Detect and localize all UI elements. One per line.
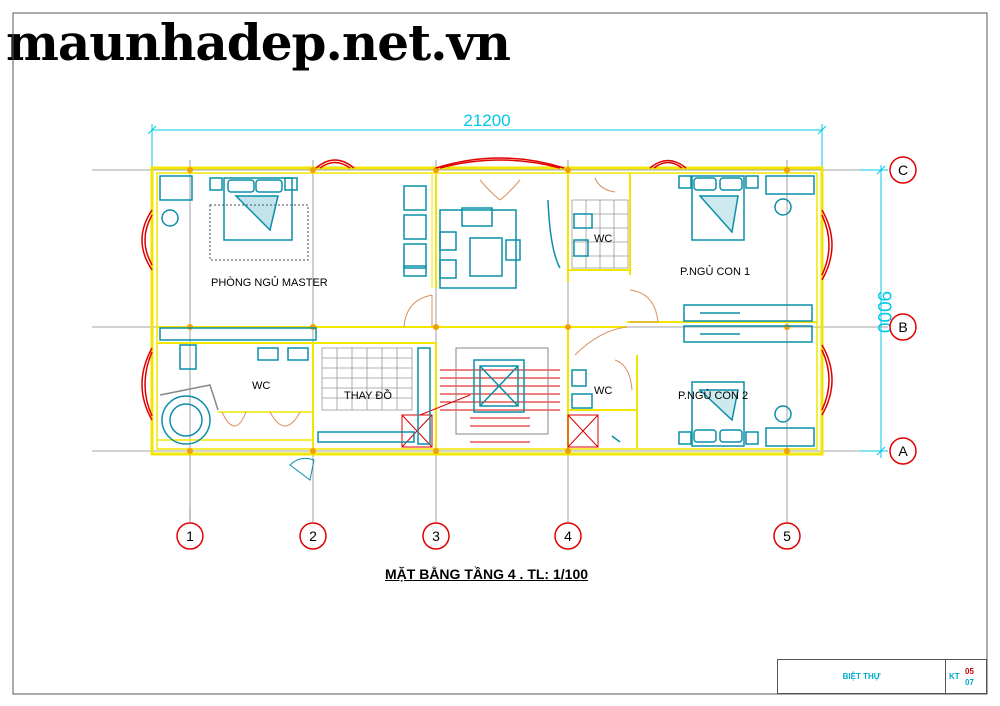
furniture-child-bedroom-1 bbox=[678, 175, 815, 241]
grid-label-C: C bbox=[898, 162, 908, 178]
grid-label-1: 1 bbox=[186, 528, 194, 544]
title-block: BIỆT THỰ KT 05 07 bbox=[777, 659, 987, 694]
grid-column-bubbles: 1 2 3 4 5 bbox=[176, 506, 801, 550]
grid-label-4: 4 bbox=[564, 528, 572, 544]
grid-bubble-B: B bbox=[889, 313, 917, 341]
grid-row-bubbles: C B A bbox=[889, 156, 917, 465]
wardrobe-child bbox=[683, 304, 813, 343]
grid-label-3: 3 bbox=[432, 528, 440, 544]
dressing-room-floor bbox=[321, 347, 413, 411]
wardrobe-dressing bbox=[317, 347, 431, 445]
grid-lines bbox=[92, 160, 888, 522]
room-label-wc2: WC bbox=[594, 233, 612, 245]
grid-bubble-C: C bbox=[889, 156, 917, 184]
title-block-code: KT bbox=[949, 672, 960, 681]
sheet-border bbox=[12, 12, 988, 695]
plan-title: MẶT BẰNG TẦNG 4 . TL: 1/100 bbox=[385, 566, 589, 582]
furniture-wc3 bbox=[571, 369, 621, 443]
grid-label-5: 5 bbox=[783, 528, 791, 544]
furniture-wc2 bbox=[547, 199, 593, 269]
dimension-width-label: 21200 bbox=[463, 111, 510, 130]
grid-bubble-4: 4 bbox=[554, 522, 582, 550]
room-label-child2: P.NGỦ CON 2 bbox=[678, 389, 748, 402]
furniture-wc1 bbox=[159, 347, 309, 445]
elevator bbox=[473, 359, 525, 413]
title-block-total: 07 bbox=[965, 678, 974, 687]
grid-bubble-1: 1 bbox=[176, 506, 204, 550]
room-label-dressing: THAY ĐỒ bbox=[344, 389, 392, 402]
room-label-wc3: WC bbox=[594, 385, 612, 397]
dimension-height-label: 9000 bbox=[873, 291, 894, 333]
grid-bubble-5: 5 bbox=[773, 522, 801, 550]
watermark-text: maunhadep.net.vn bbox=[6, 13, 511, 72]
grid-label-B: B bbox=[898, 319, 907, 335]
grid-label-2: 2 bbox=[309, 528, 317, 544]
grid-bubble-3: 3 bbox=[422, 522, 450, 550]
room-label-child1: P.NGỦ CON 1 bbox=[680, 265, 750, 278]
windows bbox=[141, 157, 833, 421]
column-markers bbox=[187, 167, 790, 454]
walls bbox=[150, 166, 824, 456]
grid-label-A: A bbox=[898, 443, 908, 459]
stair-core bbox=[455, 347, 549, 435]
title-block-project: BIỆT THỰ bbox=[778, 660, 946, 693]
balcony-stair bbox=[289, 457, 315, 481]
doors bbox=[221, 177, 659, 427]
grid-bubble-2: 2 bbox=[299, 522, 327, 550]
room-label-master: PHÒNG NGỦ MASTER bbox=[211, 276, 328, 289]
title-block-sheet: 05 bbox=[965, 667, 974, 676]
furniture-master-bedroom bbox=[159, 175, 317, 370]
dimension-width bbox=[147, 124, 827, 168]
room-label-wc1: WC bbox=[252, 380, 270, 392]
furniture-child-bedroom-2 bbox=[678, 381, 815, 447]
grid-bubble-A: A bbox=[889, 437, 917, 465]
dimension-height bbox=[860, 165, 888, 458]
furniture-living bbox=[403, 185, 521, 289]
